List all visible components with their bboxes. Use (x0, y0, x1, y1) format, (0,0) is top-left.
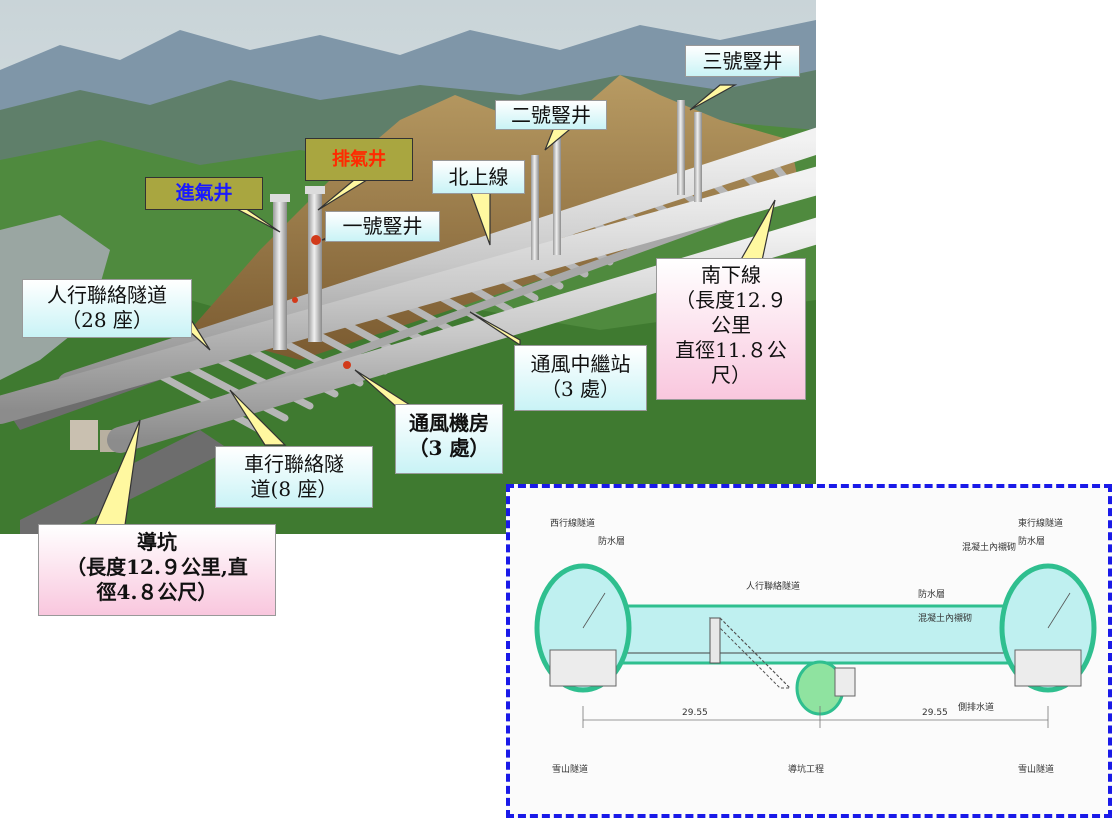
pilot-tunnel-line-3: 徑4.８公尺） (96, 580, 218, 604)
ventilation-relay-line-2: （3 處） (540, 377, 621, 401)
southbound-line-4: 直徑11.８公 (675, 338, 787, 362)
shaft-1-label: 一號豎井 (325, 211, 440, 242)
exhaust-shaft-label: 排氣井 (305, 138, 413, 181)
shaft-2-label: 二號豎井 (495, 100, 607, 130)
vehicle-passage-line-2: 道(8 座） (250, 477, 338, 501)
ventilation-relay-line-1: 通風中繼站 (530, 352, 631, 376)
dim-right-label: 29.55 (922, 708, 948, 718)
cross-section-drawing (534, 563, 1097, 728)
drain-label: 側排水道 (958, 703, 995, 713)
southbound-line-5: 尺） (711, 363, 751, 387)
waterproof-east-label: 防水層 (1018, 537, 1046, 547)
pedestrian-passage-line-2: （28 座） (61, 308, 153, 332)
southbound-line-3: 公里 (711, 313, 751, 337)
vehicle-passage-label: 車行聯絡隧 道(8 座） (215, 446, 373, 508)
pilot-tunnel-line-2: （長度12.９公里,直 (66, 555, 248, 579)
bottom-mid-label: 導坑工程 (788, 765, 825, 775)
intake-shaft-label: 進氣井 (145, 177, 263, 210)
ventilation-room-line-2: （3 處） (408, 436, 490, 460)
cross-section-inset: 西行線隧道 東行線隧道 防水層 混凝土內襯砌 防水層 人行聯絡隧道 防水層 混凝… (506, 484, 1112, 818)
ventilation-room-line-1: 通風機房 (409, 411, 489, 435)
northbound-label: 北上線 (432, 160, 525, 194)
pilot-tunnel-line-1: 導坑 (137, 530, 177, 554)
southbound-label: 南下線 （長度12.９ 公里 直徑11.８公 尺） (656, 258, 806, 400)
waterproof-mid-label: 防水層 (918, 590, 946, 600)
west-tunnel-title: 西行線隧道 (550, 519, 596, 529)
tunnel-scene-illustration (0, 0, 816, 534)
dim-left-label: 29.55 (682, 708, 708, 718)
pedestrian-passage-line-1: 人行聯絡隧道 (47, 283, 167, 307)
pedestrian-passage-label: 人行聯絡隧道 （28 座） (22, 279, 192, 338)
shaft-3-label: 三號豎井 (685, 45, 800, 77)
concrete-lining-east-label: 混凝土內襯砌 (962, 543, 1017, 553)
bottom-left-label: 雪山隧道 (552, 765, 589, 775)
pilot-tunnel-label: 導坑 （長度12.９公里,直 徑4.８公尺） (38, 524, 276, 616)
concrete-lining-mid-label: 混凝土內襯砌 (918, 614, 973, 624)
waterproof-west-label: 防水層 (598, 537, 626, 547)
east-tunnel-title: 東行線隧道 (1018, 519, 1064, 529)
vehicle-passage-line-1: 車行聯絡隧 (244, 452, 344, 476)
southbound-line-2: （長度12.９ (675, 288, 787, 312)
ventilation-relay-label: 通風中繼站 （3 處） (514, 345, 647, 411)
southbound-line-1: 南下線 (701, 263, 761, 287)
bottom-right-label: 雪山隧道 (1018, 765, 1055, 775)
ventilation-room-label: 通風機房 （3 處） (395, 404, 503, 474)
pedestrian-tunnel-label: 人行聯絡隧道 (746, 582, 801, 592)
